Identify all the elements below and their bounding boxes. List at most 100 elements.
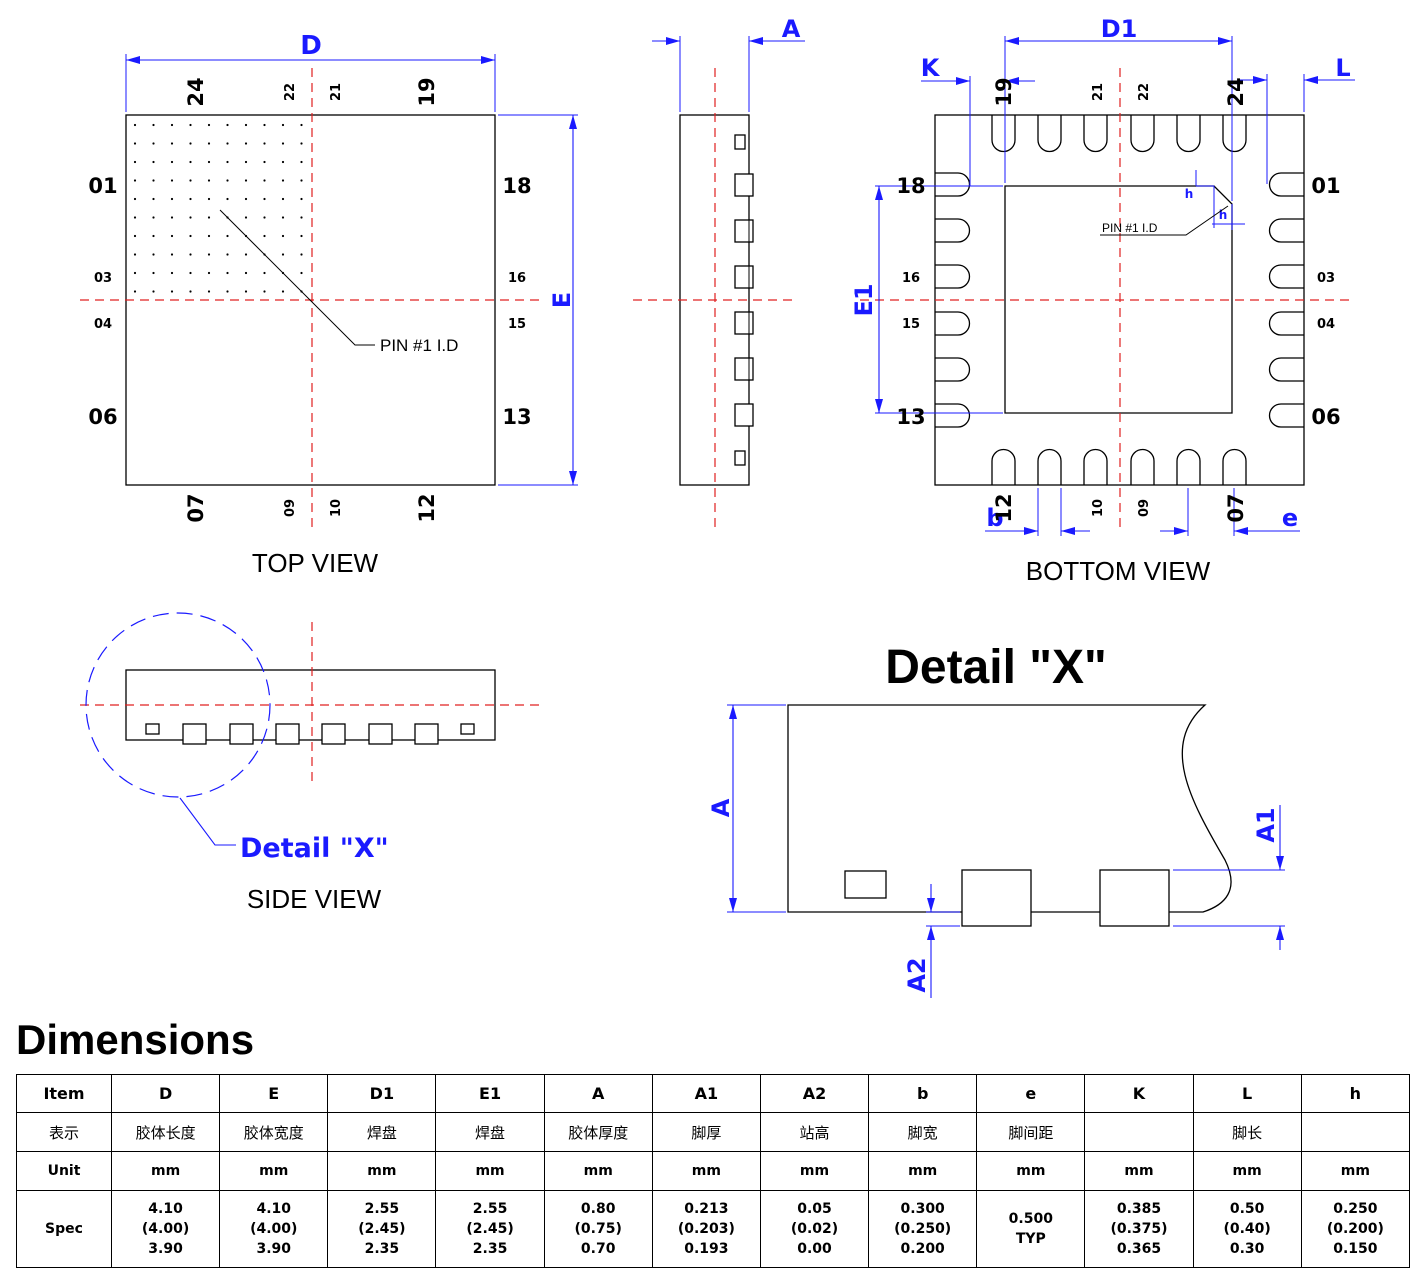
bottom-view: D1 K L E1 b: [850, 15, 1355, 586]
cell-label: 站高: [759, 1112, 870, 1152]
label-K: K: [921, 54, 941, 82]
pin-label: 16: [902, 271, 920, 286]
cell-spec: 0.80 (0.75) 0.70: [543, 1190, 653, 1268]
cell-item: e: [976, 1074, 1086, 1113]
cell-unit: mm: [219, 1151, 329, 1191]
cell-item: D1: [327, 1074, 437, 1113]
pin-label: 19: [415, 77, 439, 106]
cell-spec: 2.55 (2.45) 2.35: [327, 1190, 437, 1268]
label-h-2: h: [1219, 208, 1228, 222]
pin-label: 09: [1137, 499, 1152, 517]
detail-lead-1: [961, 869, 1032, 927]
cell-item: E1: [435, 1074, 545, 1113]
pin-label: 10: [329, 499, 344, 517]
pin1-leader: [219, 209, 375, 346]
cell-label: 脚厚: [651, 1112, 761, 1152]
cell-unit: mm: [868, 1151, 978, 1191]
pin-label: 03: [94, 271, 112, 286]
detail-circle: [85, 612, 271, 798]
pin1-leader-bottom: [1100, 205, 1229, 236]
label-E: E: [548, 292, 576, 308]
cell-item: A2: [759, 1074, 870, 1113]
cell-label: 焊盘: [327, 1112, 437, 1152]
pin-label: 18: [896, 174, 925, 198]
detail-ref-label: Detail "X": [240, 833, 389, 864]
pin-label: 16: [508, 271, 526, 286]
pin-label: 07: [184, 493, 208, 522]
row-head-unit: Unit: [16, 1151, 112, 1191]
top-view: PIN #1 I.D D E 24 22 21 19 07 09 10 12 0…: [80, 31, 578, 578]
detail-view: Detail "X" A A1 A2: [707, 641, 1285, 998]
label-A-top: A: [782, 15, 801, 43]
cell-label: 脚间距: [976, 1112, 1086, 1152]
label-E1: E1: [850, 283, 878, 316]
pin-label: 24: [1224, 77, 1248, 106]
row-head-item: Item: [16, 1074, 112, 1113]
cell-spec: 4.10 (4.00) 3.90: [110, 1190, 221, 1268]
table-row-label: 表示 胶体长度胶体宽度焊盘焊盘胶体厚度脚厚站高脚宽脚间距脚长: [16, 1112, 1411, 1152]
pin-label: 09: [283, 499, 298, 517]
package-drawing: PIN #1 I.D D E 24 22 21 19 07 09 10 12 0…: [80, 15, 1355, 998]
pin-label: 06: [88, 405, 117, 429]
cell-unit: mm: [110, 1151, 221, 1191]
label-L: L: [1335, 54, 1350, 82]
cell-unit: mm: [651, 1151, 761, 1191]
label-b: b: [986, 504, 1003, 532]
cell-item: E: [219, 1074, 329, 1113]
side-view: Detail "X" SIDE VIEW: [80, 612, 542, 914]
cell-item: A: [543, 1074, 653, 1113]
pin-label: 21: [329, 83, 344, 101]
cell-unit: mm: [1192, 1151, 1302, 1191]
cell-spec: 0.213 (0.203) 0.193: [651, 1190, 761, 1268]
pin-label: 04: [1317, 317, 1335, 332]
exposed-pad: [1004, 185, 1233, 414]
cell-label: 焊盘: [435, 1112, 545, 1152]
label-A1: A1: [1252, 807, 1280, 842]
pin-label: 18: [502, 174, 531, 198]
pin-label: 15: [902, 317, 920, 332]
cell-spec: 0.250 (0.200) 0.150: [1300, 1190, 1411, 1268]
pin1-label-bottom: PIN #1 I.D: [1102, 221, 1158, 235]
detail-lead-2: [1099, 869, 1170, 927]
detail-title: Detail "X": [885, 641, 1107, 694]
cell-unit: mm: [976, 1151, 1086, 1191]
cell-unit: mm: [1084, 1151, 1194, 1191]
pin-label: 12: [992, 493, 1016, 522]
cell-unit: mm: [327, 1151, 437, 1191]
caption-top-view: TOP VIEW: [252, 548, 379, 578]
cell-item: L: [1192, 1074, 1302, 1113]
pin-label: 22: [283, 83, 298, 101]
cell-label: 胶体厚度: [543, 1112, 653, 1152]
pin-label: 03: [1317, 271, 1335, 286]
row-head-label: 表示: [16, 1112, 112, 1152]
cell-item: D: [110, 1074, 221, 1113]
pin1-label-top: PIN #1 I.D: [380, 336, 458, 355]
cell-spec: 0.05 (0.02) 0.00: [759, 1190, 870, 1268]
cell-item: K: [1084, 1074, 1194, 1113]
label-D: D: [300, 31, 322, 61]
cell-spec: 0.385 (0.375) 0.365: [1084, 1190, 1194, 1268]
label-A2: A2: [903, 957, 931, 992]
cell-unit: mm: [759, 1151, 870, 1191]
label-e: e: [1282, 504, 1298, 532]
label-D1: D1: [1101, 15, 1138, 43]
label-A-detail: A: [707, 798, 735, 817]
cell-spec: 4.10 (4.00) 3.90: [219, 1190, 329, 1268]
pin-label: 04: [94, 317, 112, 332]
cell-item: b: [868, 1074, 978, 1113]
pin-label: 01: [88, 174, 117, 198]
edge-view: A: [633, 15, 805, 530]
cell-label: 胶体长度: [110, 1112, 221, 1152]
cell-unit: mm: [1300, 1151, 1411, 1191]
cell-item: h: [1300, 1074, 1411, 1113]
pin-label: 21: [1091, 83, 1106, 101]
pin-label: 01: [1311, 174, 1340, 198]
detail-leader: [179, 797, 236, 846]
pin-label: 07: [1224, 493, 1248, 522]
cell-unit: mm: [543, 1151, 653, 1191]
